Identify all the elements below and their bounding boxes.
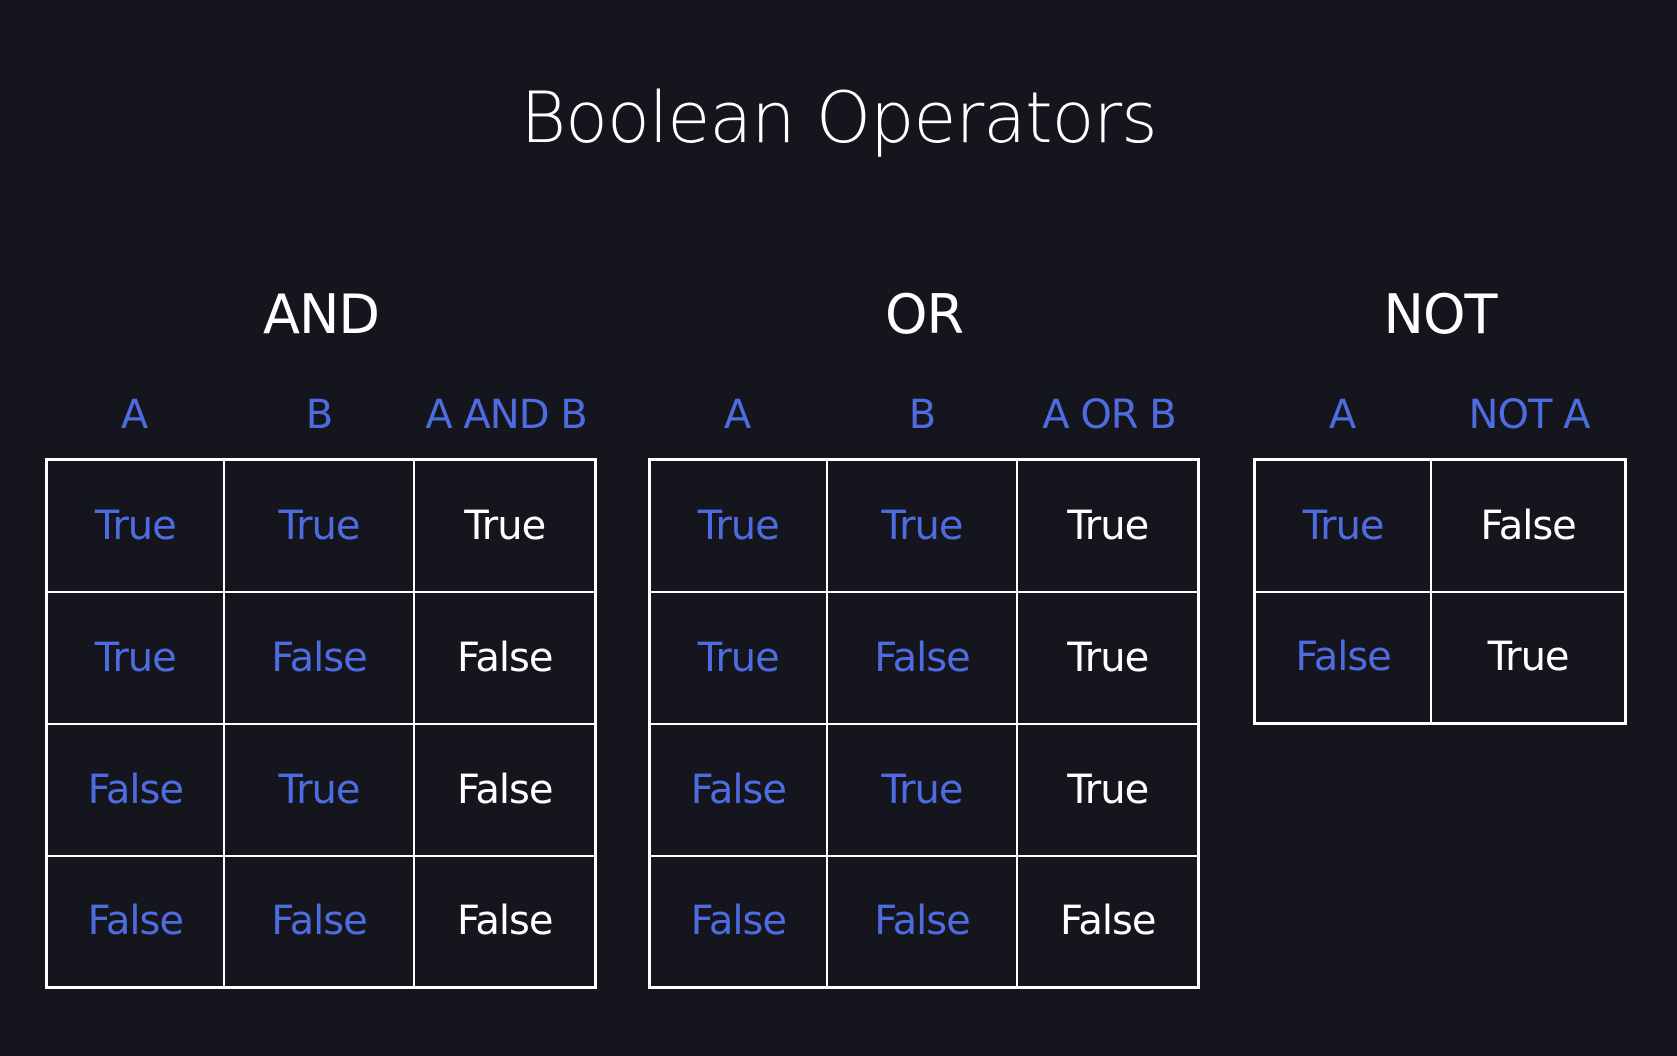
table-row: True False True	[648, 590, 1200, 725]
or-cell-a: True	[648, 458, 828, 593]
or-truth-table: True True True True False True False Tru…	[648, 458, 1200, 989]
and-header-result: A AND B	[425, 392, 587, 438]
table-row: False True True	[648, 722, 1200, 857]
and-column-headers: A B A AND B	[45, 390, 597, 440]
or-cell-b: True	[825, 722, 1019, 857]
or-cell-result: True	[1016, 590, 1200, 725]
or-cell-b: False	[825, 590, 1019, 725]
and-cell-result: False	[413, 590, 597, 725]
and-cell-a: False	[45, 722, 225, 857]
table-row: True True True	[648, 458, 1200, 593]
and-cell-result: False	[413, 854, 597, 989]
and-cell-b: False	[222, 854, 416, 989]
or-cell-a: False	[648, 722, 828, 857]
or-cell-a: True	[648, 590, 828, 725]
and-cell-b: False	[222, 590, 416, 725]
or-cell-b: True	[825, 458, 1019, 593]
not-cell-result: False	[1430, 458, 1627, 593]
table-row: True False	[1253, 458, 1627, 593]
not-cell-a: True	[1253, 458, 1433, 593]
or-cell-result: True	[1016, 458, 1200, 593]
and-cell-a: False	[45, 854, 225, 989]
or-column-headers: A B A OR B	[648, 390, 1200, 440]
not-truth-table: True False False True	[1253, 458, 1627, 725]
and-cell-result: True	[413, 458, 597, 593]
table-row: False False False	[45, 854, 597, 989]
or-header-result: A OR B	[1042, 392, 1177, 438]
page-title: Boolean Operators	[520, 77, 1157, 159]
or-cell-b: False	[825, 854, 1019, 989]
or-cell-result: False	[1016, 854, 1200, 989]
table-row: False True False	[45, 722, 597, 857]
not-cell-a: False	[1253, 590, 1433, 725]
not-cell-result: True	[1430, 590, 1627, 725]
and-truth-table: True True True True False False False Tr…	[45, 458, 597, 989]
not-header-result: NOT A	[1468, 392, 1591, 438]
or-cell-a: False	[648, 854, 828, 989]
and-cell-b: True	[222, 458, 416, 593]
and-cell-a: True	[45, 458, 225, 593]
table-row: True False False	[45, 590, 597, 725]
and-cell-result: False	[413, 722, 597, 857]
and-cell-b: True	[222, 722, 416, 857]
table-row: False False False	[648, 854, 1200, 989]
or-cell-result: True	[1016, 722, 1200, 857]
not-operator-title: NOT	[1383, 283, 1498, 346]
or-header-a: A	[723, 392, 751, 438]
and-cell-a: True	[45, 590, 225, 725]
or-header-b: B	[908, 392, 936, 438]
table-row: True True True	[45, 458, 597, 593]
not-header-a: A	[1328, 392, 1356, 438]
table-row: False True	[1253, 590, 1627, 725]
and-operator-title: AND	[263, 283, 380, 346]
and-header-a: A	[120, 392, 148, 438]
and-header-b: B	[305, 392, 333, 438]
not-column-headers: A NOT A	[1253, 390, 1627, 440]
or-operator-title: OR	[884, 283, 964, 346]
